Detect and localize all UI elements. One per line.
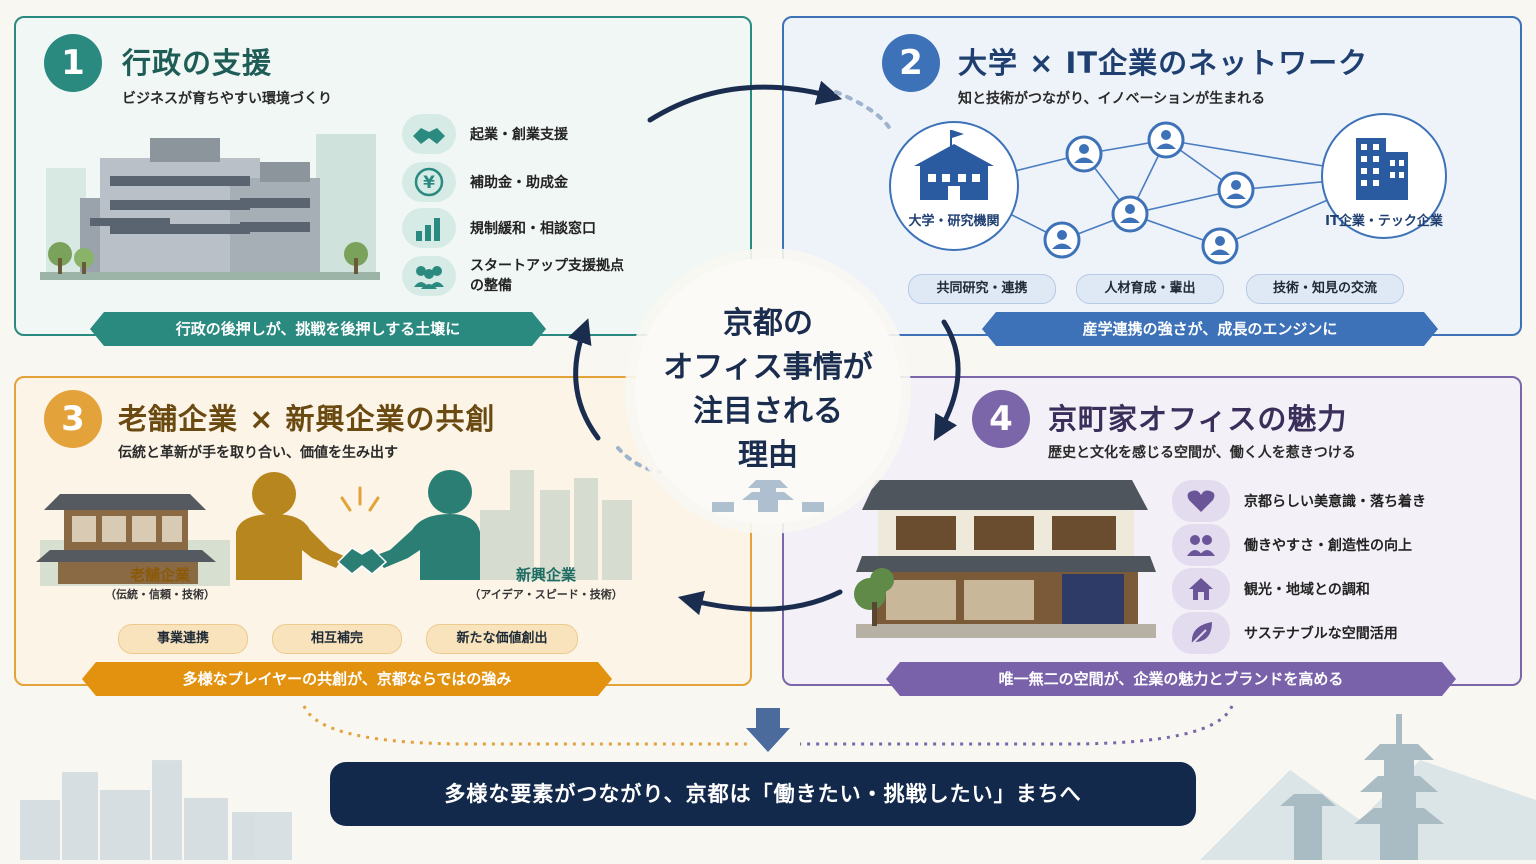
people-icon — [1187, 535, 1215, 556]
house-icon — [1189, 578, 1213, 600]
panel-number: 2 — [882, 34, 940, 92]
machiya-house-illustration — [854, 480, 1156, 638]
panel-title: 京町家オフィスの魅力 — [1048, 402, 1348, 436]
feature-label: サステナブルな空間活用 — [1244, 626, 1398, 642]
panel-title: 老舗企業 × 新興企業の共創 — [118, 402, 496, 436]
feature-label: スタートアップ支援拠点 — [470, 258, 624, 274]
government-building-illustration — [40, 134, 380, 280]
center-title-line3: 注目される — [693, 394, 843, 429]
feature-aesthetics: 京都らしい美意識・落ち着き — [1172, 480, 1426, 522]
people-icon — [414, 266, 444, 289]
pill-knowledge-exchange: 技術・知見の交流 — [1246, 274, 1404, 304]
handshake-icon — [336, 547, 388, 575]
feature-deregulation: 規制緩和・相談窓口 — [402, 208, 596, 248]
pill-new-value: 新たな価値創出 — [426, 624, 578, 654]
panel-cocreation: 3 老舗企業 × 新興企業の共創 伝統と革新が手を取り合い、価値を生み出す 老舗… — [14, 376, 752, 686]
feature-tourism-harmony: 観光・地域との調和 — [1172, 568, 1370, 610]
feature-startup-hub: スタートアップ支援拠点 の整備 — [402, 256, 624, 296]
feature-label: 補助金・助成金 — [470, 175, 568, 191]
feature-label: 規制緩和・相談窓口 — [470, 221, 596, 237]
panel-subtitle: 歴史と文化を感じる空間が、働く人を惹きつける — [1048, 445, 1356, 461]
feature-label: 起業・創業支援 — [470, 127, 568, 143]
center-circle: 京都の オフィス事情が 注目される 理由 — [635, 258, 901, 524]
feature-workability: 働きやすさ・創造性の向上 — [1172, 524, 1412, 566]
university-node-label: 大学・研究機関 — [908, 214, 1000, 229]
pill-joint-research: 共同研究・連携 — [908, 274, 1056, 304]
center-title-line2: オフィス事情が — [663, 350, 873, 385]
feature-label: 観光・地域との調和 — [1244, 582, 1370, 598]
startup-company-label: 新興企業 — [515, 566, 576, 584]
pill-business-partnership: 事業連携 — [118, 624, 248, 654]
panel2-banner: 産学連携の強さが、成長のエンジンに — [982, 312, 1438, 346]
panel-university-it-network: 2 大学 × IT企業のネットワーク 知と技術がつながり、イノベーションが生まれ… — [782, 16, 1522, 336]
panel-number: 3 — [44, 390, 102, 448]
bottom-message: 多様な要素がつながり、京都は「働きたい・挑戦したい」まちへ — [330, 762, 1196, 826]
panel4-banner: 唯一無二の空間が、企業の魅力とブランドを高める — [886, 662, 1456, 696]
panel-title: 行政の支援 — [122, 46, 273, 80]
network-diagram — [889, 113, 1447, 265]
center-title-line1: 京都の — [723, 306, 813, 341]
center-title-line4: 理由 — [738, 438, 798, 473]
leaf-icon — [1191, 622, 1212, 645]
yen-icon: ¥ — [414, 167, 444, 197]
panel3-banner: 多様なプレイヤーの共創が、京都ならではの強み — [82, 662, 612, 696]
cocreation-illustration — [36, 470, 632, 586]
panel-number: 4 — [972, 390, 1030, 448]
panel-title: 大学 × IT企業のネットワーク — [958, 46, 1369, 80]
feature-label: 京都らしい美意識・落ち着き — [1244, 494, 1426, 510]
startup-company-sub: （アイデア・スピード・技術） — [469, 588, 623, 601]
feature-subsidy: ¥ 補助金・助成金 — [402, 162, 568, 202]
svg-text:¥: ¥ — [423, 173, 435, 193]
feature-sustainable: サステナブルな空間活用 — [1172, 612, 1398, 654]
established-company-label: 老舗企業 — [129, 566, 190, 584]
handshake-icon — [413, 128, 445, 144]
pill-mutual-complement: 相互補完 — [272, 624, 402, 654]
it-company-node-label: IT企業・テック企業 — [1325, 214, 1443, 229]
panel1-banner: 行政の後押しが、挑戦を後押しする土壌に — [90, 312, 546, 346]
panel-number: 1 — [44, 34, 102, 92]
panel-machiya-office: 4 京町家オフィスの魅力 歴史と文化を感じる空間が、働く人を惹きつける 京都らし… — [782, 376, 1522, 686]
pagoda-icon — [712, 480, 824, 512]
panel-government-support: 1 行政の支援 ビジネスが育ちやすい環境づくり 起業・創業支援 — [14, 16, 752, 336]
bar-chart-icon — [416, 218, 440, 241]
feature-startup-support: 起業・創業支援 — [402, 114, 568, 154]
feature-label: の整備 — [470, 278, 512, 294]
feature-label: 働きやすさ・創造性の向上 — [1244, 538, 1412, 554]
person-node-icon — [1043, 121, 1255, 265]
pill-talent-development: 人材育成・輩出 — [1076, 274, 1224, 304]
established-company-sub: （伝統・信頼・技術） — [105, 588, 215, 601]
heart-icon — [1187, 490, 1215, 512]
panel-subtitle: 知と技術がつながり、イノベーションが生まれる — [958, 91, 1266, 107]
panel-subtitle: ビジネスが育ちやすい環境づくり — [122, 91, 332, 107]
panel-subtitle: 伝統と革新が手を取り合い、価値を生み出す — [118, 445, 398, 461]
